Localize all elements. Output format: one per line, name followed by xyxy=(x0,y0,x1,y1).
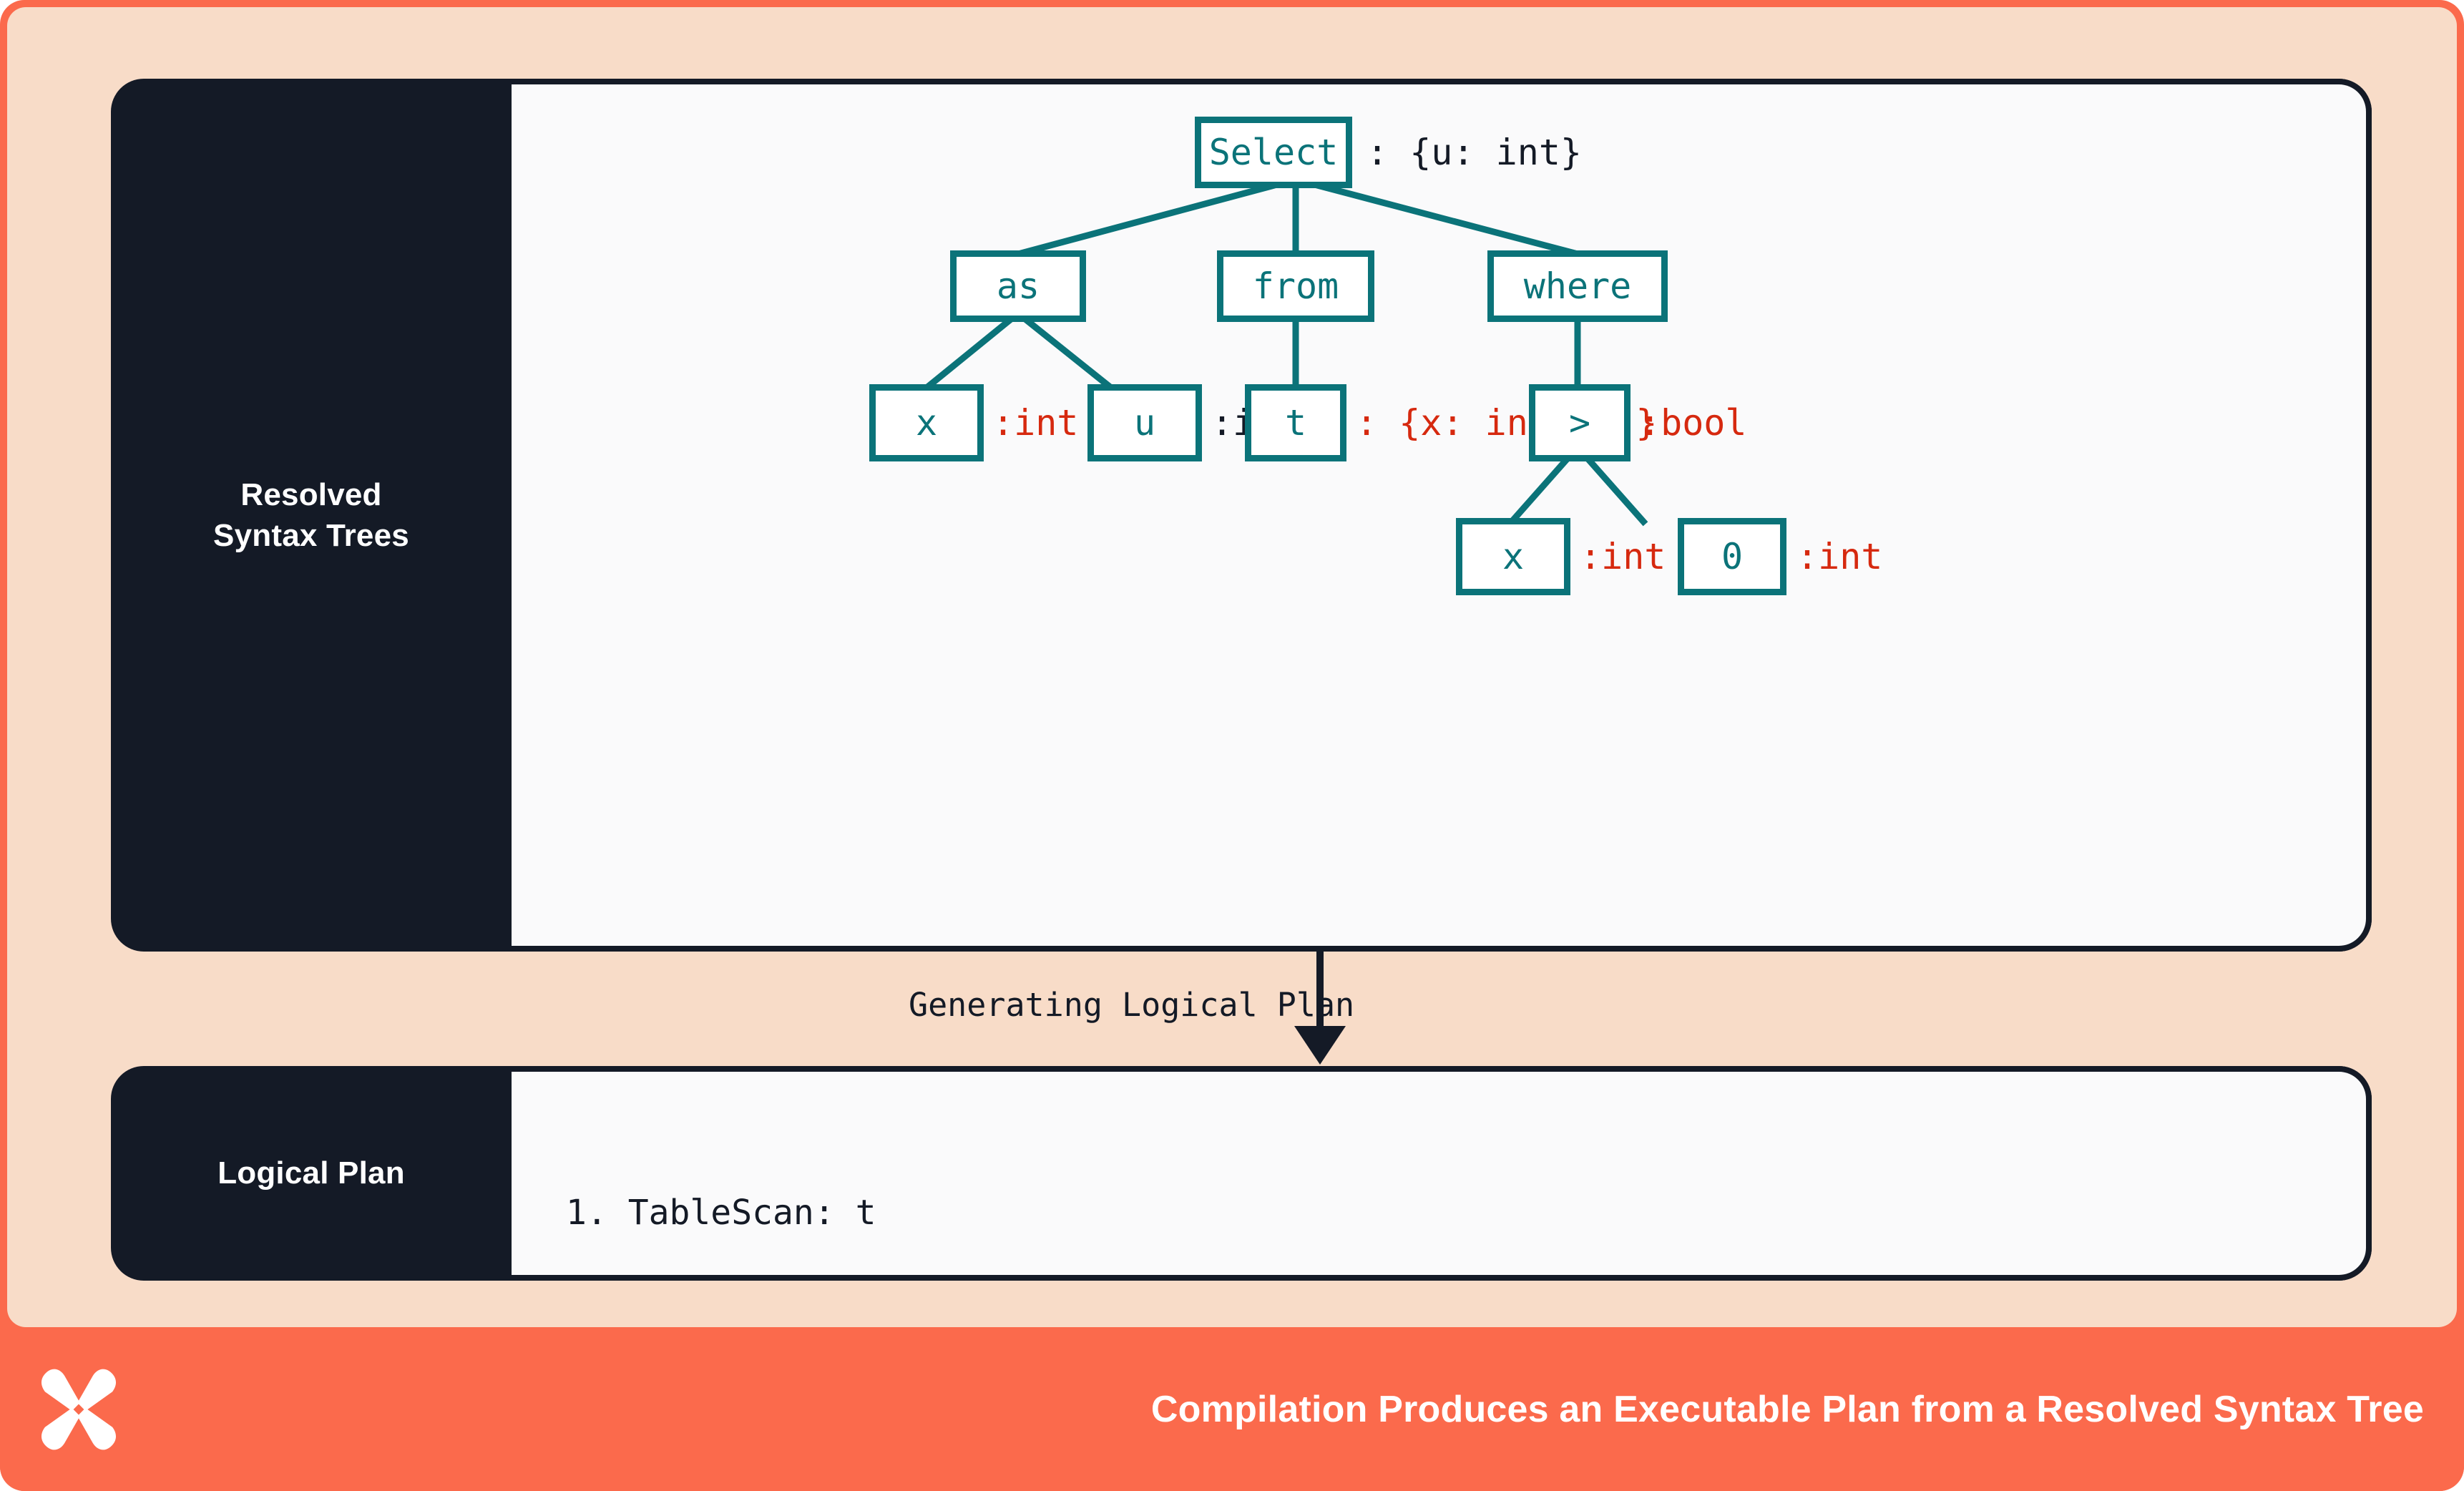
footer-caption: Compilation Produces an Executable Plan … xyxy=(1150,1388,2424,1430)
tree-node-select[interactable]: Select xyxy=(1195,117,1352,188)
panel-label-logical-plan-text: Logical Plan xyxy=(217,1155,405,1191)
tree-node-as[interactable]: as xyxy=(950,250,1086,322)
tree-anno-gt-text: :bool xyxy=(1639,402,1747,444)
tree-node-from-t[interactable]: t xyxy=(1245,384,1346,461)
tree-anno-gt: :bool xyxy=(1639,384,1747,461)
tree-node-as-u[interactable]: u xyxy=(1087,384,1202,461)
tree-node-from[interactable]: from xyxy=(1217,250,1374,322)
tree-node-gt-label: > xyxy=(1568,402,1591,444)
tree-anno-gt-0: :int xyxy=(1796,518,1882,595)
syntax-tree-canvas: Select : {u: int} as from where x xyxy=(512,79,2372,952)
tree-node-where-label: where xyxy=(1523,265,1632,307)
panel-label-resolved-syntax-trees: Resolved Syntax Trees xyxy=(111,79,512,952)
connector-generating-logical-plan: Generating Logical Plan xyxy=(111,952,2372,1066)
edge-select-as xyxy=(1014,175,1300,258)
tree-node-gt[interactable]: > xyxy=(1529,384,1631,461)
footer-bar: Compilation Produces an Executable Plan … xyxy=(0,1327,2464,1491)
tree-node-from-t-label: t xyxy=(1284,402,1307,444)
tree-node-gt-0-label: 0 xyxy=(1721,536,1744,577)
tree-node-as-label: as xyxy=(996,265,1040,307)
tree-node-as-x[interactable]: x xyxy=(869,384,984,461)
tree-anno-select-text: : {u: int} xyxy=(1367,132,1583,173)
canvas: Resolved Syntax Trees xyxy=(7,7,2457,1327)
panel-label-logical-plan: Logical Plan xyxy=(111,1066,512,1281)
tree-node-gt-x-label: x xyxy=(1502,536,1525,577)
edge-as-u xyxy=(1013,308,1116,393)
logical-plan-steps: 1. TableScan: t 2. Filter: t.x > 0 3. Pr… xyxy=(566,1096,1042,1275)
connector-label: Generating Logical Plan xyxy=(909,986,1355,1024)
tree-edges xyxy=(921,175,1648,527)
tree-anno-as-x: :int xyxy=(992,384,1078,461)
tree-anno-gt-x: :int xyxy=(1580,518,1666,595)
tree-anno-gt-x-text: :int xyxy=(1580,536,1666,577)
tree-node-as-u-label: u xyxy=(1133,402,1156,444)
tree-node-select-label: Select xyxy=(1208,132,1339,173)
logical-plan-body: 1. TableScan: t 2. Filter: t.x > 0 3. Pr… xyxy=(512,1066,2372,1281)
tree-anno-select: : {u: int} xyxy=(1367,117,1582,188)
tree-node-where[interactable]: where xyxy=(1487,250,1668,322)
tree-anno-gt-0-text: :int xyxy=(1796,536,1883,577)
edge-select-where xyxy=(1291,175,1582,258)
tree-node-gt-x[interactable]: x xyxy=(1456,518,1570,595)
edge-as-x xyxy=(921,308,1023,393)
panel-label-line2: Syntax Trees xyxy=(213,518,409,553)
tree-node-as-x-label: x xyxy=(915,402,938,444)
tree-node-gt-0[interactable]: 0 xyxy=(1678,518,1786,595)
tree-anno-as-x-text: :int xyxy=(992,402,1079,444)
connector-arrow xyxy=(1294,952,1346,1065)
tree-node-from-label: from xyxy=(1252,265,1339,307)
panel-label-line1: Resolved xyxy=(240,476,382,512)
panel-logical-plan: Logical Plan 1. TableScan: t 2. Filter: … xyxy=(111,1066,2372,1281)
plan-step-1: 1. TableScan: t xyxy=(566,1192,876,1233)
panel-resolved-syntax-trees: Resolved Syntax Trees xyxy=(111,79,2372,952)
butterfly-x-logo xyxy=(41,1369,117,1450)
